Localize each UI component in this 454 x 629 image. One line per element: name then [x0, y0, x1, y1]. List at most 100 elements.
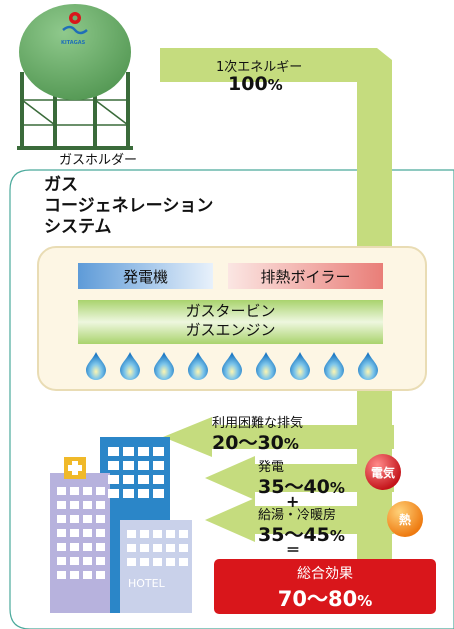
water-drop-icon [154, 352, 174, 380]
water-drop-icon [290, 352, 310, 380]
water-drop-icon [324, 352, 344, 380]
building-window [108, 475, 119, 484]
primary-energy-arrow [160, 48, 392, 600]
building-window [138, 447, 149, 456]
hotel-sign: HOTEL [128, 577, 165, 590]
building-window [153, 461, 164, 470]
water-drop-icon [256, 352, 276, 380]
building-window [57, 515, 66, 523]
building-window [138, 461, 149, 470]
heat-badge [387, 501, 423, 537]
power-unit: % [329, 479, 345, 497]
water-drops [86, 352, 378, 380]
exhaust-value-group: 20～30% [212, 428, 299, 455]
heat-unit: % [329, 527, 345, 545]
building-window [57, 501, 66, 509]
water-drop-icon [86, 352, 106, 380]
building-window [83, 515, 92, 523]
water-drop-icon [120, 352, 140, 380]
hotel-buildings-illustration [50, 437, 192, 613]
building-window [140, 558, 149, 566]
building-window [108, 461, 119, 470]
generator-label: 発電機 [122, 267, 168, 286]
building-window [123, 475, 134, 484]
building-window [96, 529, 105, 537]
building-window [70, 571, 79, 579]
building-window [153, 558, 162, 566]
exhaust-label: 利用困難な排気 [212, 416, 304, 431]
engine-label-line1: ガスタービン [185, 302, 276, 320]
building-window [108, 489, 119, 498]
exhaust-unit: % [283, 435, 299, 453]
building-window [70, 557, 79, 565]
total-label: 総合効果 [297, 566, 353, 582]
building-window [57, 529, 66, 537]
building-window [57, 571, 66, 579]
kitagas-logo [62, 12, 88, 35]
input-unit: % [267, 76, 283, 94]
building-window [96, 501, 105, 509]
total-unit: % [357, 592, 373, 610]
generator-box [78, 263, 213, 289]
building-window [123, 447, 134, 456]
building-window [140, 544, 149, 552]
building-window [83, 487, 92, 495]
system-title-line3: システム [44, 217, 112, 237]
building-window [166, 558, 175, 566]
building-window [123, 461, 134, 470]
building-window [83, 543, 92, 551]
system-title-line1: ガス [44, 175, 78, 195]
gas-holder-illustration [17, 4, 133, 150]
building-window [127, 558, 136, 566]
plus-sign: + [286, 492, 300, 511]
power-arrow [205, 456, 394, 500]
building-window [166, 544, 175, 552]
power-value: 35～40 [258, 476, 330, 498]
boiler-box [228, 263, 383, 289]
building-window [70, 529, 79, 537]
system-panel-frame [9, 169, 454, 629]
building-window [153, 544, 162, 552]
building-window [96, 557, 105, 565]
building-window [96, 571, 105, 579]
boiler-label: 排熱ボイラー [260, 267, 351, 286]
input-value-group: 100% [228, 73, 283, 95]
exhaust-value: 20～30 [212, 432, 284, 454]
building-window [153, 475, 164, 484]
building-window [83, 529, 92, 537]
building-window [179, 558, 188, 566]
electricity-badge-label: 電気 [370, 466, 395, 480]
heat-value: 35～45 [258, 524, 330, 546]
total-value: 70～80 [277, 587, 358, 611]
water-drop-icon [222, 352, 242, 380]
building-window [140, 530, 149, 538]
power-label: 発電 [258, 460, 285, 475]
building-window [138, 489, 149, 498]
engine-label-line2: ガスエンジン [185, 321, 276, 339]
building-window [138, 475, 149, 484]
building-window [96, 543, 105, 551]
logo-text: KITAGAS [61, 40, 86, 46]
heat-value-group: 35～45% [258, 520, 345, 547]
building-window [179, 530, 188, 538]
heat-arrow [205, 498, 394, 542]
building-window [108, 447, 119, 456]
building-window [153, 447, 164, 456]
input-label: 1次エネルギー [216, 60, 303, 75]
building-window [96, 487, 105, 495]
building-window [83, 557, 92, 565]
input-value: 100 [228, 73, 268, 95]
heat-badge-label: 熱 [398, 513, 411, 527]
engine-box [78, 300, 383, 344]
equals-sign: ＝ [286, 543, 300, 559]
building-window [166, 530, 175, 538]
building-window [70, 515, 79, 523]
building-window [153, 489, 164, 498]
building-window [70, 487, 79, 495]
building-window [70, 543, 79, 551]
electricity-badge [365, 454, 401, 490]
exhaust-arrow [163, 417, 394, 457]
total-effect-box [214, 559, 436, 614]
building-window [96, 515, 105, 523]
